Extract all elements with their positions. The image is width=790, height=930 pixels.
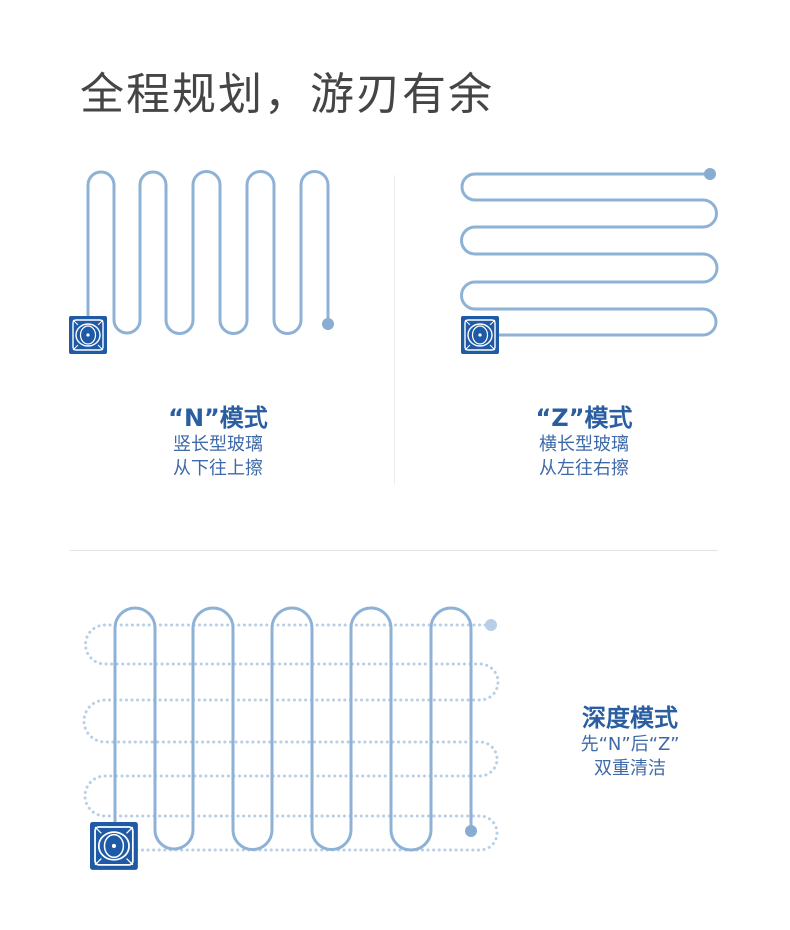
n-mode-end-dot (322, 318, 334, 330)
n-mode-title: “N”模式 (168, 404, 268, 432)
z-mode-end-dot (704, 168, 716, 180)
deep-mode-caption: 深度模式 先“N”后“Z” 双重清洁 (540, 703, 720, 781)
window-robot-icon (89, 821, 139, 871)
deep-mode-n-path (113, 606, 473, 852)
n-mode-line-1: 竖长型玻璃 (173, 434, 263, 455)
deep-mode-z-end-dot (485, 619, 497, 631)
z-mode-caption: “Z”模式 横长型玻璃 从左往右擦 (484, 403, 684, 481)
z-mode-diagram (460, 168, 719, 355)
deep-mode-title: 深度模式 (582, 704, 678, 732)
deep-mode-z-path (82, 623, 500, 852)
deep-mode-diagram (82, 606, 500, 871)
window-robot-icon (460, 315, 500, 355)
z-mode-path (460, 172, 719, 337)
deep-mode-line-2: 双重清洁 (594, 758, 666, 779)
deep-mode-line-1: 先“N”后“Z” (580, 734, 680, 755)
deep-mode-n-end-dot (465, 825, 477, 837)
n-mode-diagram (68, 170, 334, 355)
horizontal-divider (70, 550, 718, 551)
z-mode-title: “Z”模式 (535, 404, 633, 432)
page-headline: 全程规划，游刃有余 (80, 69, 494, 120)
z-mode-line-1: 横长型玻璃 (539, 434, 629, 455)
z-mode-line-2: 从左往右擦 (539, 458, 629, 479)
n-mode-line-2: 从下往上擦 (173, 458, 263, 479)
n-mode-path (86, 170, 330, 335)
window-robot-icon (68, 315, 108, 355)
vertical-divider (394, 175, 395, 485)
n-mode-caption: “N”模式 竖长型玻璃 从下往上擦 (118, 403, 318, 481)
